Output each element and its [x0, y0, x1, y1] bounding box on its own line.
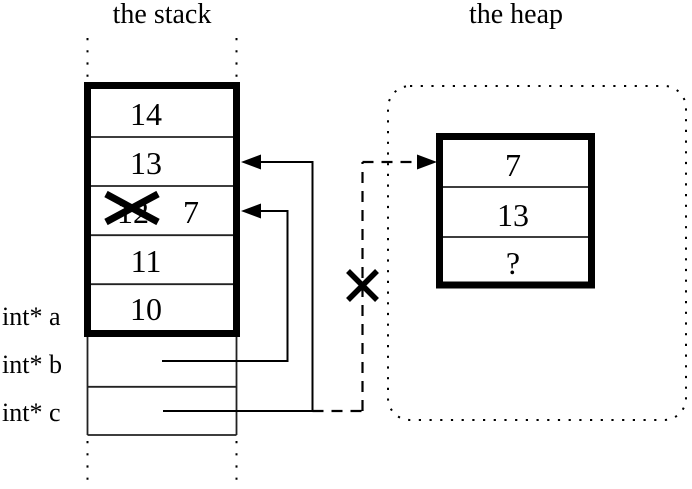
stack-cell-value-10: 10 [130, 291, 162, 327]
stack-frame-box [84, 82, 240, 337]
heap-title: the heap [469, 0, 563, 30]
heap-region-boundary [387, 85, 687, 421]
pointer-variable-cells [86, 337, 238, 436]
heap-cell-value-13: 13 [497, 197, 529, 233]
heap-cell-value-7: 7 [505, 147, 521, 183]
invalid-pointer-cross-mark [346, 269, 379, 302]
pointer-b-arrow-line [162, 210, 289, 362]
heap-cell-value-unknown: ? [506, 245, 520, 281]
stack-cell-dividers [91, 136, 233, 286]
heap-cell-dividers [443, 186, 588, 238]
stack-cell-value-13: 13 [130, 145, 162, 181]
pointer-label-c: int* c [2, 398, 61, 427]
stack-cell-value-11: 11 [131, 243, 162, 279]
stack-title: the stack [113, 0, 212, 30]
heap-block-box [436, 133, 595, 289]
stack-cell-value-14: 14 [130, 96, 162, 132]
pointer-label-a: int* a [2, 302, 61, 331]
pointer-c-arrow-line [163, 161, 314, 412]
dangling-pointer-arrowhead [417, 154, 437, 170]
pointer-b-arrowhead [241, 203, 261, 219]
pointer-c-arrowhead [241, 154, 261, 170]
stack-cell-new-value-7: 7 [183, 194, 199, 230]
pointer-label-b: int* b [2, 350, 62, 379]
cross-out-mark-old-value [104, 190, 160, 226]
